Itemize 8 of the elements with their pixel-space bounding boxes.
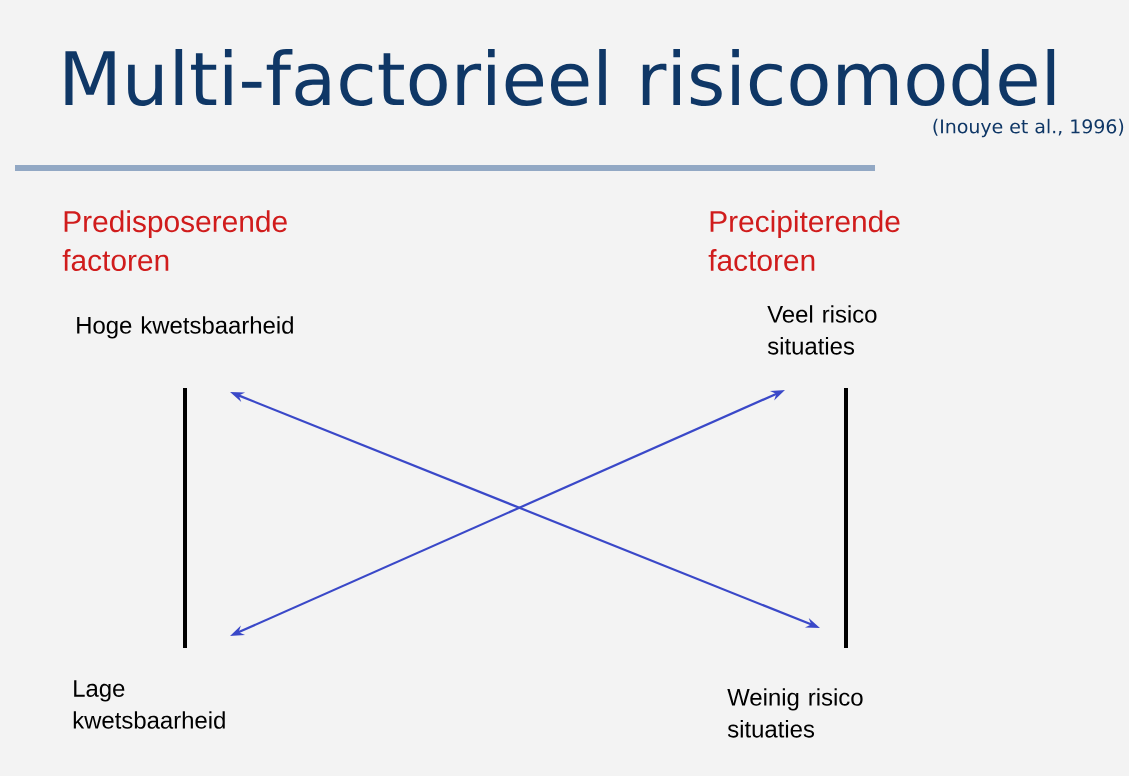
heading: Precipiterende factoren	[708, 210, 900, 271]
heading: Predisposerende factoren	[62, 210, 287, 271]
node-label: Veel risico situaties	[767, 305, 877, 355]
citation: (Inouye et al., 1996)	[933, 118, 1124, 138]
node-label: Weinig risico situaties	[727, 688, 863, 738]
title: Multi-factorieel risicomodel	[65, 49, 1055, 107]
node-label: Hoge kwetsbaarheid	[77, 316, 293, 339]
node-label: Lage kwetsbaarheid	[73, 680, 225, 729]
